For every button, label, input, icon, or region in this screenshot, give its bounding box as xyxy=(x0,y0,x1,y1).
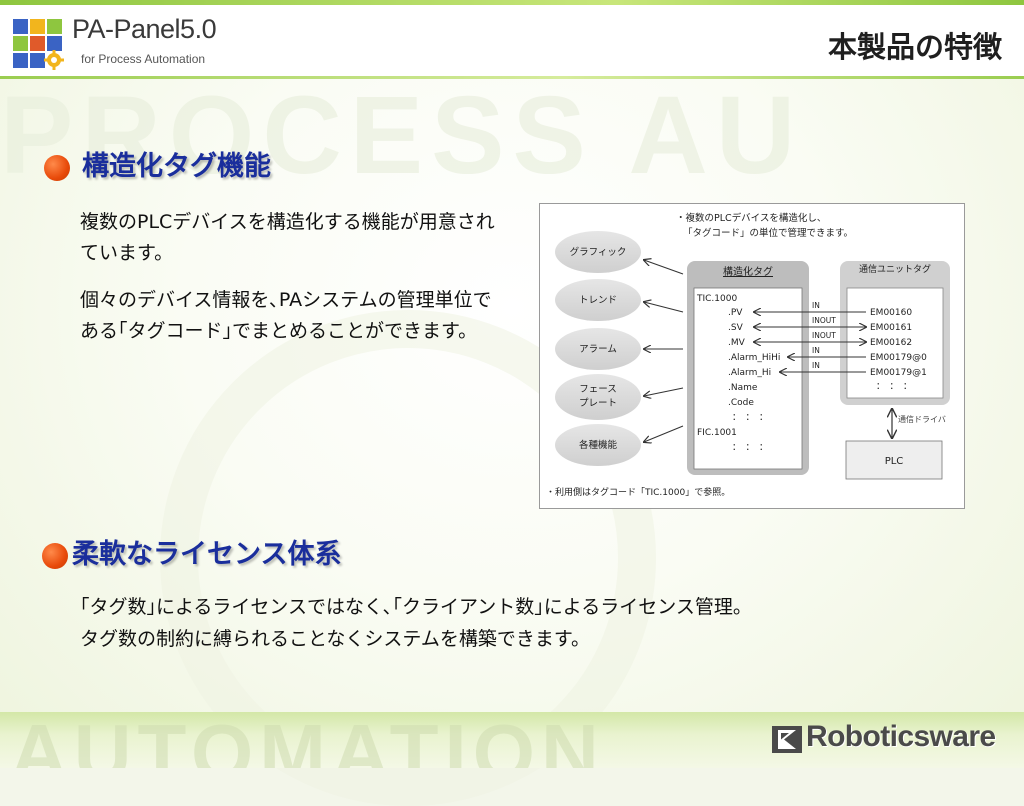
arrow-to-functions xyxy=(644,425,684,442)
footer-watermark: AUTOMATION xyxy=(10,708,605,768)
tag-alarm-hi: .Alarm_Hi xyxy=(728,368,771,378)
oval-functions-label: 各種機能 xyxy=(579,439,618,451)
header-underline xyxy=(0,76,1024,79)
tag-name: .Name xyxy=(728,383,758,393)
oval-alarm xyxy=(555,328,641,370)
unit-tag-ellipsis: ： ： ： xyxy=(876,382,912,392)
oval-graphic xyxy=(555,231,641,273)
structured-tag-diagram: ・複数のPLCデバイスを構造化し、 「タグコード」の単位で管理できます。 グラフ… xyxy=(539,203,965,509)
oval-faceplate xyxy=(555,374,641,420)
brand-name: PA-Panel5.0 xyxy=(72,14,217,44)
section1-heading: 構造化タグ機能 xyxy=(44,144,271,183)
oval-faceplate-label-2: プレート xyxy=(579,398,617,409)
oval-trend-label: トレンド xyxy=(579,295,617,306)
tag-tic1000: TIC.1000 xyxy=(696,294,737,304)
bullet-icon xyxy=(44,154,70,181)
structured-tag-title: 構造化タグ xyxy=(723,265,773,278)
oval-functions xyxy=(555,424,641,466)
structured-tag-body xyxy=(693,287,803,470)
slide-title: 本製品の特徴 xyxy=(827,30,1002,64)
arrow-to-graphic xyxy=(644,260,684,275)
oval-alarm-label: アラーム xyxy=(579,344,617,355)
tag-ellipsis-2: ： ： ： xyxy=(732,443,768,453)
driver-label: 通信ドライバ xyxy=(898,414,946,424)
tag-pv: .PV xyxy=(728,308,743,318)
section1-paragraph2: 個々のデバイス情報を､PAシステムの管理単位である｢タグコード｣でまとめることが… xyxy=(80,289,492,342)
plc-box xyxy=(845,440,943,480)
slide-footer xyxy=(0,712,1024,768)
arrow-to-trend xyxy=(644,302,684,313)
arrow-alarm-hihi-label: IN xyxy=(812,346,820,355)
section2-heading-text: 柔軟なライセンス体系 xyxy=(72,539,342,570)
pa-panel-logo-icon xyxy=(13,19,64,70)
plc-label: PLC xyxy=(885,456,904,467)
unit-tag-em00179-0: EM00179@0 xyxy=(870,353,927,363)
tag-sv: .SV xyxy=(728,323,744,333)
diagram-svg: ・複数のPLCデバイスを構造化し、 「タグコード」の単位で管理できます。 グラフ… xyxy=(546,212,950,498)
tag-code: .Code xyxy=(728,398,754,408)
section2-line1: ｢タグ数｣によるライセンスではなく､｢クライアント数｣によるライセンス管理。 xyxy=(80,596,752,618)
tag-alarm-hihi: .Alarm_HiHi xyxy=(728,353,780,363)
arrow-sv-label: INOUT xyxy=(812,316,836,325)
section2-paragraph: ｢タグ数｣によるライセンスではなく､｢クライアント数｣によるライセンス管理。 タ… xyxy=(80,591,960,655)
unit-tag-title: 通信ユニットタグ xyxy=(859,263,931,275)
diagram-note-top-2: 「タグコード」の単位で管理できます。 xyxy=(683,227,853,239)
arrow-mv-label: INOUT xyxy=(812,331,836,340)
section2-line2: タグ数の制約に縛られることなくシステムを構築できます。 xyxy=(80,628,590,650)
unit-tag-em00179-1: EM00179@1 xyxy=(870,368,927,378)
unit-tag-em00162: EM00162 xyxy=(870,338,912,348)
section2-heading: 柔軟なライセンス体系 xyxy=(42,532,341,571)
tag-mv: .MV xyxy=(728,338,746,348)
section1-heading-text: 構造化タグ機能 xyxy=(82,151,271,182)
tag-ellipsis-1: ： ： ： xyxy=(732,413,768,423)
diagram-note-bottom: ・利用側はタグコード「TIC.1000」で参照。 xyxy=(546,486,730,498)
unit-tag-em00161: EM00161 xyxy=(870,323,912,333)
oval-trend xyxy=(555,279,641,321)
unit-tag-em00160: EM00160 xyxy=(870,308,912,318)
arrow-pv-label: IN xyxy=(812,301,820,310)
background-watermark: PROCESS AU xyxy=(0,74,804,192)
arrow-to-faceplate xyxy=(644,387,684,396)
roboticsware-logo-icon xyxy=(772,726,802,753)
company-name: Roboticsware xyxy=(806,720,996,753)
oval-graphic-label: グラフィック xyxy=(570,246,627,258)
header-top-bar xyxy=(0,0,1024,5)
brand-subtitle: for Process Automation xyxy=(81,52,206,66)
arrow-alarm-hi-label: IN xyxy=(812,361,820,370)
bullet-icon xyxy=(42,542,68,569)
diagram-note-top-1: ・複数のPLCデバイスを構造化し、 xyxy=(676,212,826,224)
slide-header: PA-Panel5.0 for Process Automation 本製品の特… xyxy=(0,0,1024,79)
section1-paragraph1: 複数のPLCデバイスを構造化する機能が用意されています。 xyxy=(80,211,495,264)
tag-fic1001: FIC.1001 xyxy=(697,428,737,438)
oval-faceplate-label-1: フェース xyxy=(579,384,617,395)
